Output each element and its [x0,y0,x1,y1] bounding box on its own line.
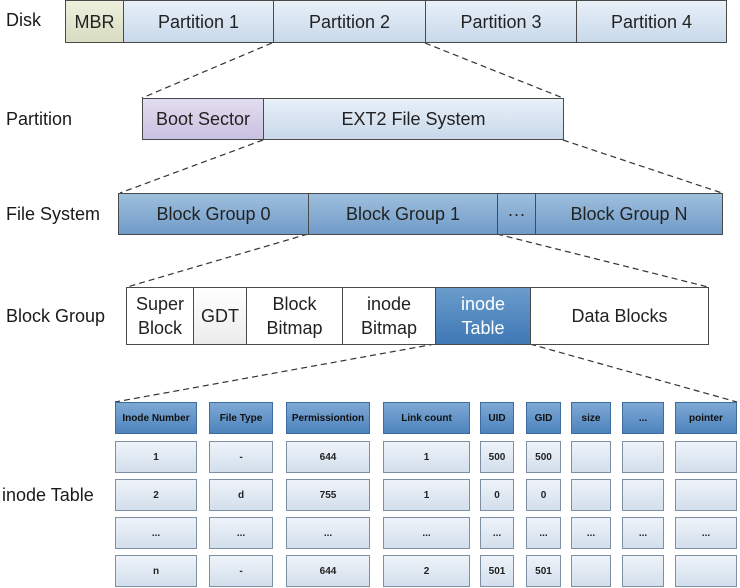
table-cell-inode-number: 1 [115,441,197,473]
partition-ext2: EXT2 File System [264,99,563,139]
table-cell-inode-number: 2 [115,479,197,511]
table-header-pointer: pointer [675,402,737,434]
table-cell-permission: ... [286,517,370,549]
table-cell-file-type: d [209,479,273,511]
table-cell-gid: 500 [526,441,561,473]
file-system-bar: Block Group 0 Block Group 1 ··· Block Gr… [118,193,723,235]
table-cell-uid: 0 [480,479,514,511]
table-cell-gid: ... [526,517,561,549]
connector-partition-left [141,42,273,99]
partition-boot-sector: Boot Sector [143,99,264,139]
table-cell-pointer [675,555,737,587]
table-cell-link-count: 1 [383,441,470,473]
table-cell-more [622,441,664,473]
table-cell-file-type: - [209,441,273,473]
bg-inode-table-line1: inode [460,294,506,314]
bg-block-bitmap: Block Bitmap [247,288,343,344]
table-cell-inode-number: n [115,555,197,587]
table-cell-uid: 501 [480,555,514,587]
label-partition: Partition [6,109,73,129]
table-header-uid: UID [480,402,514,434]
table-cell-more [622,555,664,587]
label-block-group: Block Group [6,306,106,326]
label-disk: Disk [6,10,41,30]
table-cell-inode-number: ... [115,517,197,549]
disk-partition-4: Partition 4 [577,1,726,42]
fs-block-group-n: Block Group N [536,194,722,234]
label-inode-table: inode Table [2,485,94,505]
bg-super-block-line1: Super [135,294,185,314]
table-cell-link-count: ... [383,517,470,549]
connector-inode-right [529,343,738,403]
disk-mbr: MBR [66,1,124,42]
table-header-size: size [571,402,611,434]
disk-partition-3: Partition 3 [426,1,577,42]
table-header-permission: Permissiontion [286,402,370,434]
connector-partition-right [424,42,564,99]
bg-block-bitmap-line2: Bitmap [266,318,323,338]
table-cell-size [571,441,611,473]
table-cell-gid: 0 [526,479,561,511]
table-cell-size [571,479,611,511]
table-cell-uid: 500 [480,441,514,473]
disk-partition-2: Partition 2 [274,1,426,42]
connector-inode-left [114,343,436,403]
block-group-bar: Super Block GDT Block Bitmap inode Bitma… [126,287,709,345]
disk-bar: MBR Partition 1 Partition 2 Partition 3 … [65,0,727,43]
table-cell-file-type: - [209,555,273,587]
table-header-more: ... [622,402,664,434]
table-header-inode-number: Inode Number [115,402,197,434]
bg-inode-table-line2: Table [461,318,505,338]
bg-inode-bitmap: inode Bitmap [343,288,436,344]
table-cell-more: ... [622,517,664,549]
table-header-gid: GID [526,402,561,434]
table-cell-pointer [675,441,737,473]
bg-super-block: Super Block [127,288,194,344]
bg-inode-table: inode Table [436,288,531,344]
table-cell-pointer: ... [675,517,737,549]
connector-fs-right [562,139,723,194]
connector-bg-left [126,233,309,288]
fs-block-group-0: Block Group 0 [119,194,309,234]
table-cell-permission: 755 [286,479,370,511]
disk-partition-1: Partition 1 [124,1,274,42]
label-file-system: File System [6,204,101,224]
table-cell-link-count: 1 [383,479,470,511]
bg-data-blocks: Data Blocks [531,288,708,344]
table-cell-size: ... [571,517,611,549]
connector-fs-left [119,139,264,194]
table-cell-permission: 644 [286,441,370,473]
table-cell-uid: ... [480,517,514,549]
bg-super-block-line2: Block [137,318,182,338]
table-cell-size [571,555,611,587]
fs-ellipsis: ··· [498,194,536,234]
table-cell-gid: 501 [526,555,561,587]
bg-inode-bitmap-line1: inode [366,294,412,314]
table-header-file-type: File Type [209,402,273,434]
table-cell-more [622,479,664,511]
fs-block-group-1: Block Group 1 [309,194,498,234]
bg-block-bitmap-line1: Block [272,294,317,314]
table-cell-link-count: 2 [383,555,470,587]
bg-gdt: GDT [194,288,247,344]
partition-bar: Boot Sector EXT2 File System [142,98,564,140]
connector-bg-right [496,233,709,288]
table-cell-permission: 644 [286,555,370,587]
table-header-link-count: Link count [383,402,470,434]
table-cell-pointer [675,479,737,511]
bg-inode-bitmap-line2: Bitmap [360,318,418,338]
table-cell-file-type: ... [209,517,273,549]
